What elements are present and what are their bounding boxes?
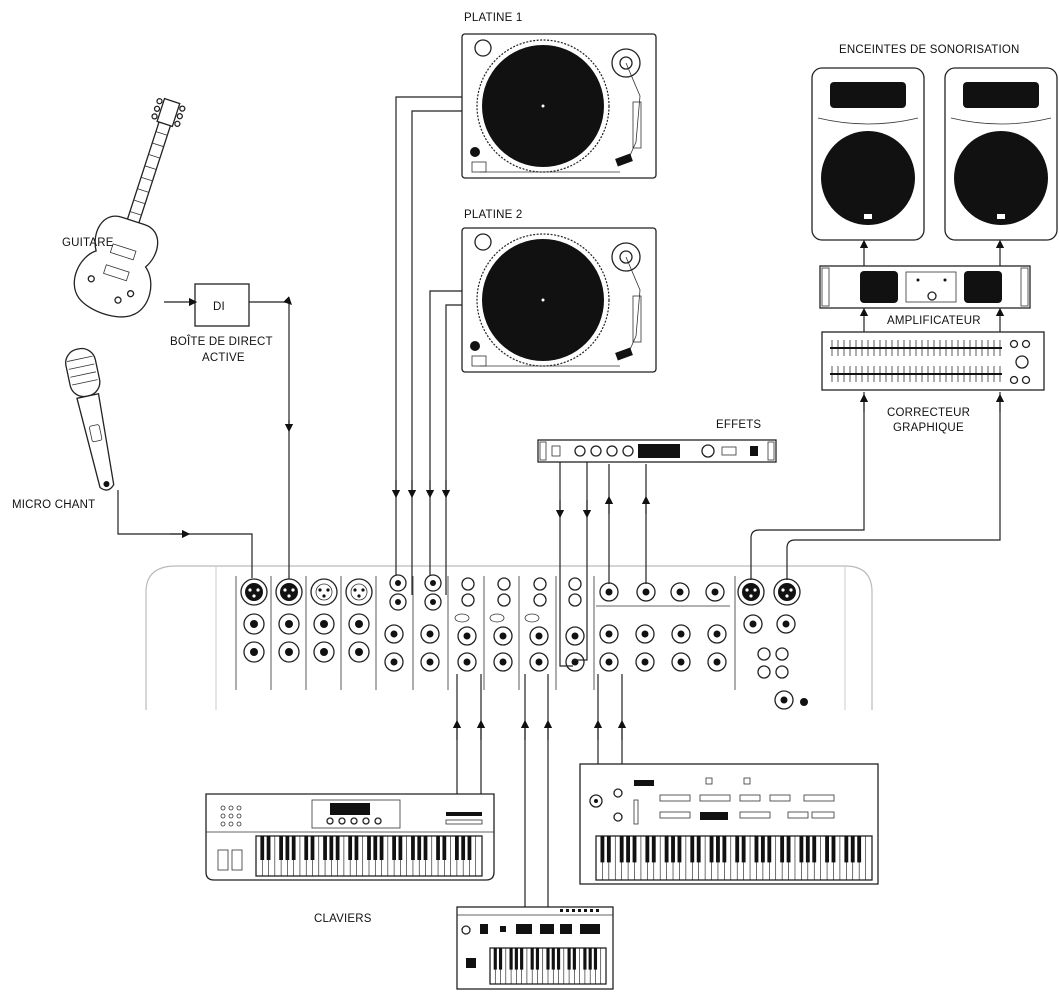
graphic-equalizer xyxy=(821,331,1045,391)
keyboard-left xyxy=(205,793,495,881)
speaker-right xyxy=(944,67,1058,241)
cable-effects-send-2 xyxy=(573,462,588,661)
di-box xyxy=(194,283,250,327)
cable-main-right-eq xyxy=(786,392,1001,580)
mixing-console xyxy=(145,565,873,710)
keyboard-bottom xyxy=(456,906,614,990)
keyboards-label: CLAVIERS xyxy=(314,913,372,925)
jack-inputs xyxy=(243,613,370,663)
turntable-1 xyxy=(461,33,657,179)
equalizer-label-line1: CORRECTEUR xyxy=(887,407,970,419)
cable-turntable2-right xyxy=(445,304,462,595)
signal-cables xyxy=(117,96,1005,907)
turntable-1-label: PLATINE 1 xyxy=(464,12,522,24)
amplifier-label: AMPLIFICATEUR xyxy=(887,315,981,327)
cable-main-left-eq xyxy=(750,392,865,580)
keyboard-right xyxy=(579,763,879,885)
amplifier xyxy=(819,265,1031,309)
speakers-label: ENCEINTES DE SONORISATION xyxy=(839,44,1020,56)
cable-di-mixer xyxy=(249,296,292,579)
di-description-line1: BOÎTE DE DIRECT xyxy=(170,335,273,348)
xlr-inputs xyxy=(240,578,373,606)
speaker-left xyxy=(811,67,925,241)
guitar-label: GUITARE xyxy=(62,237,114,249)
stereo-channel-inputs xyxy=(454,577,585,672)
main-outputs xyxy=(737,578,808,710)
cable-turntable1-left xyxy=(395,96,462,575)
microphone-label: MICRO CHANT xyxy=(12,499,95,511)
effects-unit xyxy=(537,439,777,463)
microphone-icon xyxy=(65,347,115,491)
phono-inputs xyxy=(384,574,442,672)
di-box-label: DI xyxy=(213,301,225,313)
di-description-line2: ACTIVE xyxy=(202,352,245,364)
turntable-2 xyxy=(461,227,657,373)
cable-turntable1-right xyxy=(411,110,462,595)
guitar-icon xyxy=(73,97,186,318)
aux-send-return-jacks xyxy=(599,582,727,672)
keyboard-right-keys xyxy=(595,835,873,881)
turntable-2-label: PLATINE 2 xyxy=(464,209,522,221)
equalizer-label-line2: GRAPHIQUE xyxy=(893,422,964,434)
cable-effects-send-1 xyxy=(559,462,573,667)
effects-label: EFFETS xyxy=(716,419,761,431)
